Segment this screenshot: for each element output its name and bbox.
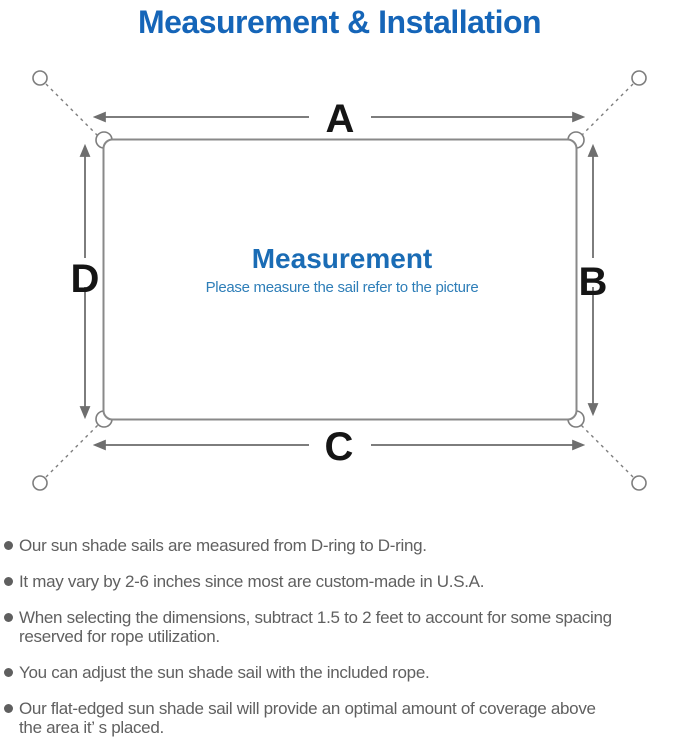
sail-outline bbox=[102, 138, 578, 421]
list-item: You can adjust the sun shade sail with t… bbox=[4, 663, 675, 682]
list-item: When selecting the dimensions, subtract … bbox=[4, 608, 675, 646]
list-item: It may vary by 2-6 inches since most are… bbox=[4, 572, 675, 591]
dimension-label-d: D bbox=[71, 257, 100, 301]
rope-dashed-line bbox=[578, 83, 634, 139]
note-text: Our sun shade sails are measured from D-… bbox=[19, 536, 427, 555]
list-item: Our sun shade sails are measured from D-… bbox=[4, 536, 675, 555]
notes-list: Our sun shade sails are measured from D-… bbox=[0, 536, 675, 739]
anchor-point-icon bbox=[631, 475, 647, 491]
note-text: Our flat-edged sun shade sail will provi… bbox=[19, 699, 596, 737]
note-text: You can adjust the sun shade sail with t… bbox=[19, 663, 430, 682]
page-title: Measurement & Installation bbox=[137, 4, 542, 40]
list-item: Our flat-edged sun shade sail will provi… bbox=[4, 699, 675, 737]
anchor-point-icon bbox=[32, 475, 48, 491]
note-text: When selecting the dimensions, subtract … bbox=[19, 608, 612, 646]
anchor-point-icon bbox=[631, 70, 647, 86]
dimension-label-c: C bbox=[325, 425, 354, 469]
dimension-label-b: B bbox=[579, 260, 608, 304]
bullet-icon bbox=[4, 541, 13, 550]
rope-dashed-line bbox=[45, 83, 101, 139]
diagram-center-title: Measurement bbox=[252, 243, 433, 274]
measurement-diagram: A C D B Measurement Please measure the s… bbox=[32, 70, 647, 491]
note-text: It may vary by 2-6 inches since most are… bbox=[19, 572, 485, 591]
bullet-icon bbox=[4, 668, 13, 677]
bullet-icon bbox=[4, 613, 13, 622]
rope-dashed-line bbox=[578, 422, 634, 478]
rope-dashed-line bbox=[45, 422, 101, 478]
bullet-icon bbox=[4, 704, 13, 713]
bullet-icon bbox=[4, 577, 13, 586]
anchor-point-icon bbox=[32, 70, 48, 86]
dimension-label-a: A bbox=[326, 97, 355, 141]
diagram-center-subtitle: Please measure the sail refer to the pic… bbox=[206, 279, 479, 296]
